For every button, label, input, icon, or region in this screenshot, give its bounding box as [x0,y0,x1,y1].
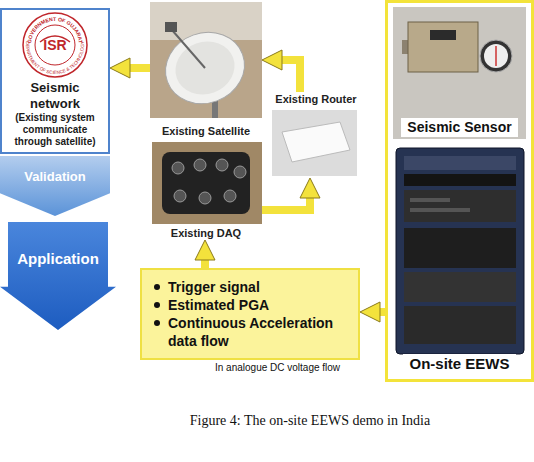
note-text: In analogue DC voltage flow [215,362,340,374]
block-arrow: Validation [0,156,110,216]
logo-text: DEPARTMENT OF SCIENCE & TECHNOLOGY [25,41,85,75]
daq-connector [172,162,184,174]
isr-logo: GOVERNMENT OF GUJARATISRDEPARTMENT OF SC… [22,12,88,78]
node-label: Existing Satellite [162,124,250,138]
arrow-outline [0,156,110,216]
router-body [282,122,350,162]
daq-connector [199,192,211,204]
data-flow-arrow [262,178,310,210]
arrow-shape [0,222,116,330]
daq-photo [152,142,262,224]
rack-panel [404,306,516,344]
compass [480,40,512,72]
device-photo: Seismic Sensor [393,7,526,141]
node-label: On-site EEWS [403,354,515,374]
node-label: Existing Router [275,92,356,106]
photo-background [393,7,526,139]
photo-table [152,142,262,224]
logo-ring [23,13,87,77]
rack-panel [404,272,516,302]
rack-detail [410,208,470,212]
daq-connector [234,166,246,178]
compass-face [484,44,508,68]
rack-photo [396,148,524,354]
photo-ground [150,2,262,118]
rack-panel [404,174,516,186]
data-flow-arrow [201,240,209,268]
node-label: Seismic Sensor [401,118,517,137]
rack-panel [404,228,516,268]
rack-panel [404,156,516,170]
logo-text: ISR [43,37,66,53]
sensor-plate [430,30,456,40]
block-arrow: Application [0,222,116,330]
daq-connector [216,159,228,171]
arrow-outline [0,222,116,330]
daq-connector [174,190,186,202]
data-flow-arrow [110,64,150,72]
data-flow-arrow [262,60,300,92]
rack-detail [410,198,450,202]
logo-inner-ring [35,25,75,65]
router-photo [272,110,357,176]
rack-frame [396,148,524,354]
sensor-photo [393,7,526,139]
satellite-photo [150,2,262,118]
data-flow-arrow [360,308,385,316]
node-label: Existing DAQ [171,226,241,240]
sensor-box [408,22,478,72]
compass-needle [495,46,497,66]
photo-background [272,110,357,176]
device-photo: Existing Router [270,92,362,178]
daq-connector [224,190,236,202]
device-photo: Existing Satellite [150,2,262,138]
figure-caption: Figure 4: The on-site EEWS demo in India [150,412,470,429]
dish-lnb [165,22,177,32]
daq-body [162,152,250,214]
node-label: Continuous Acceleration data flow [168,314,350,350]
arrow-shape [0,156,110,216]
system-panel: On-site EEWS Seismic Sensor [385,0,534,382]
daq-connector [194,159,206,171]
node-label: (Existing system communicate through sat… [5,112,105,148]
rack-panel [404,190,516,222]
node-label: Seismic network [5,80,105,112]
dish-arm [172,30,205,68]
device-photo: Existing DAQ [150,140,262,240]
node-label: Validation [0,169,110,184]
node-label: Estimated PGA [168,296,350,314]
dish [155,21,254,114]
node-label: Trigger signal [168,278,350,296]
node-label: Application [0,250,116,267]
signal-box: Trigger signalEstimated PGAContinuous Ac… [140,268,360,360]
